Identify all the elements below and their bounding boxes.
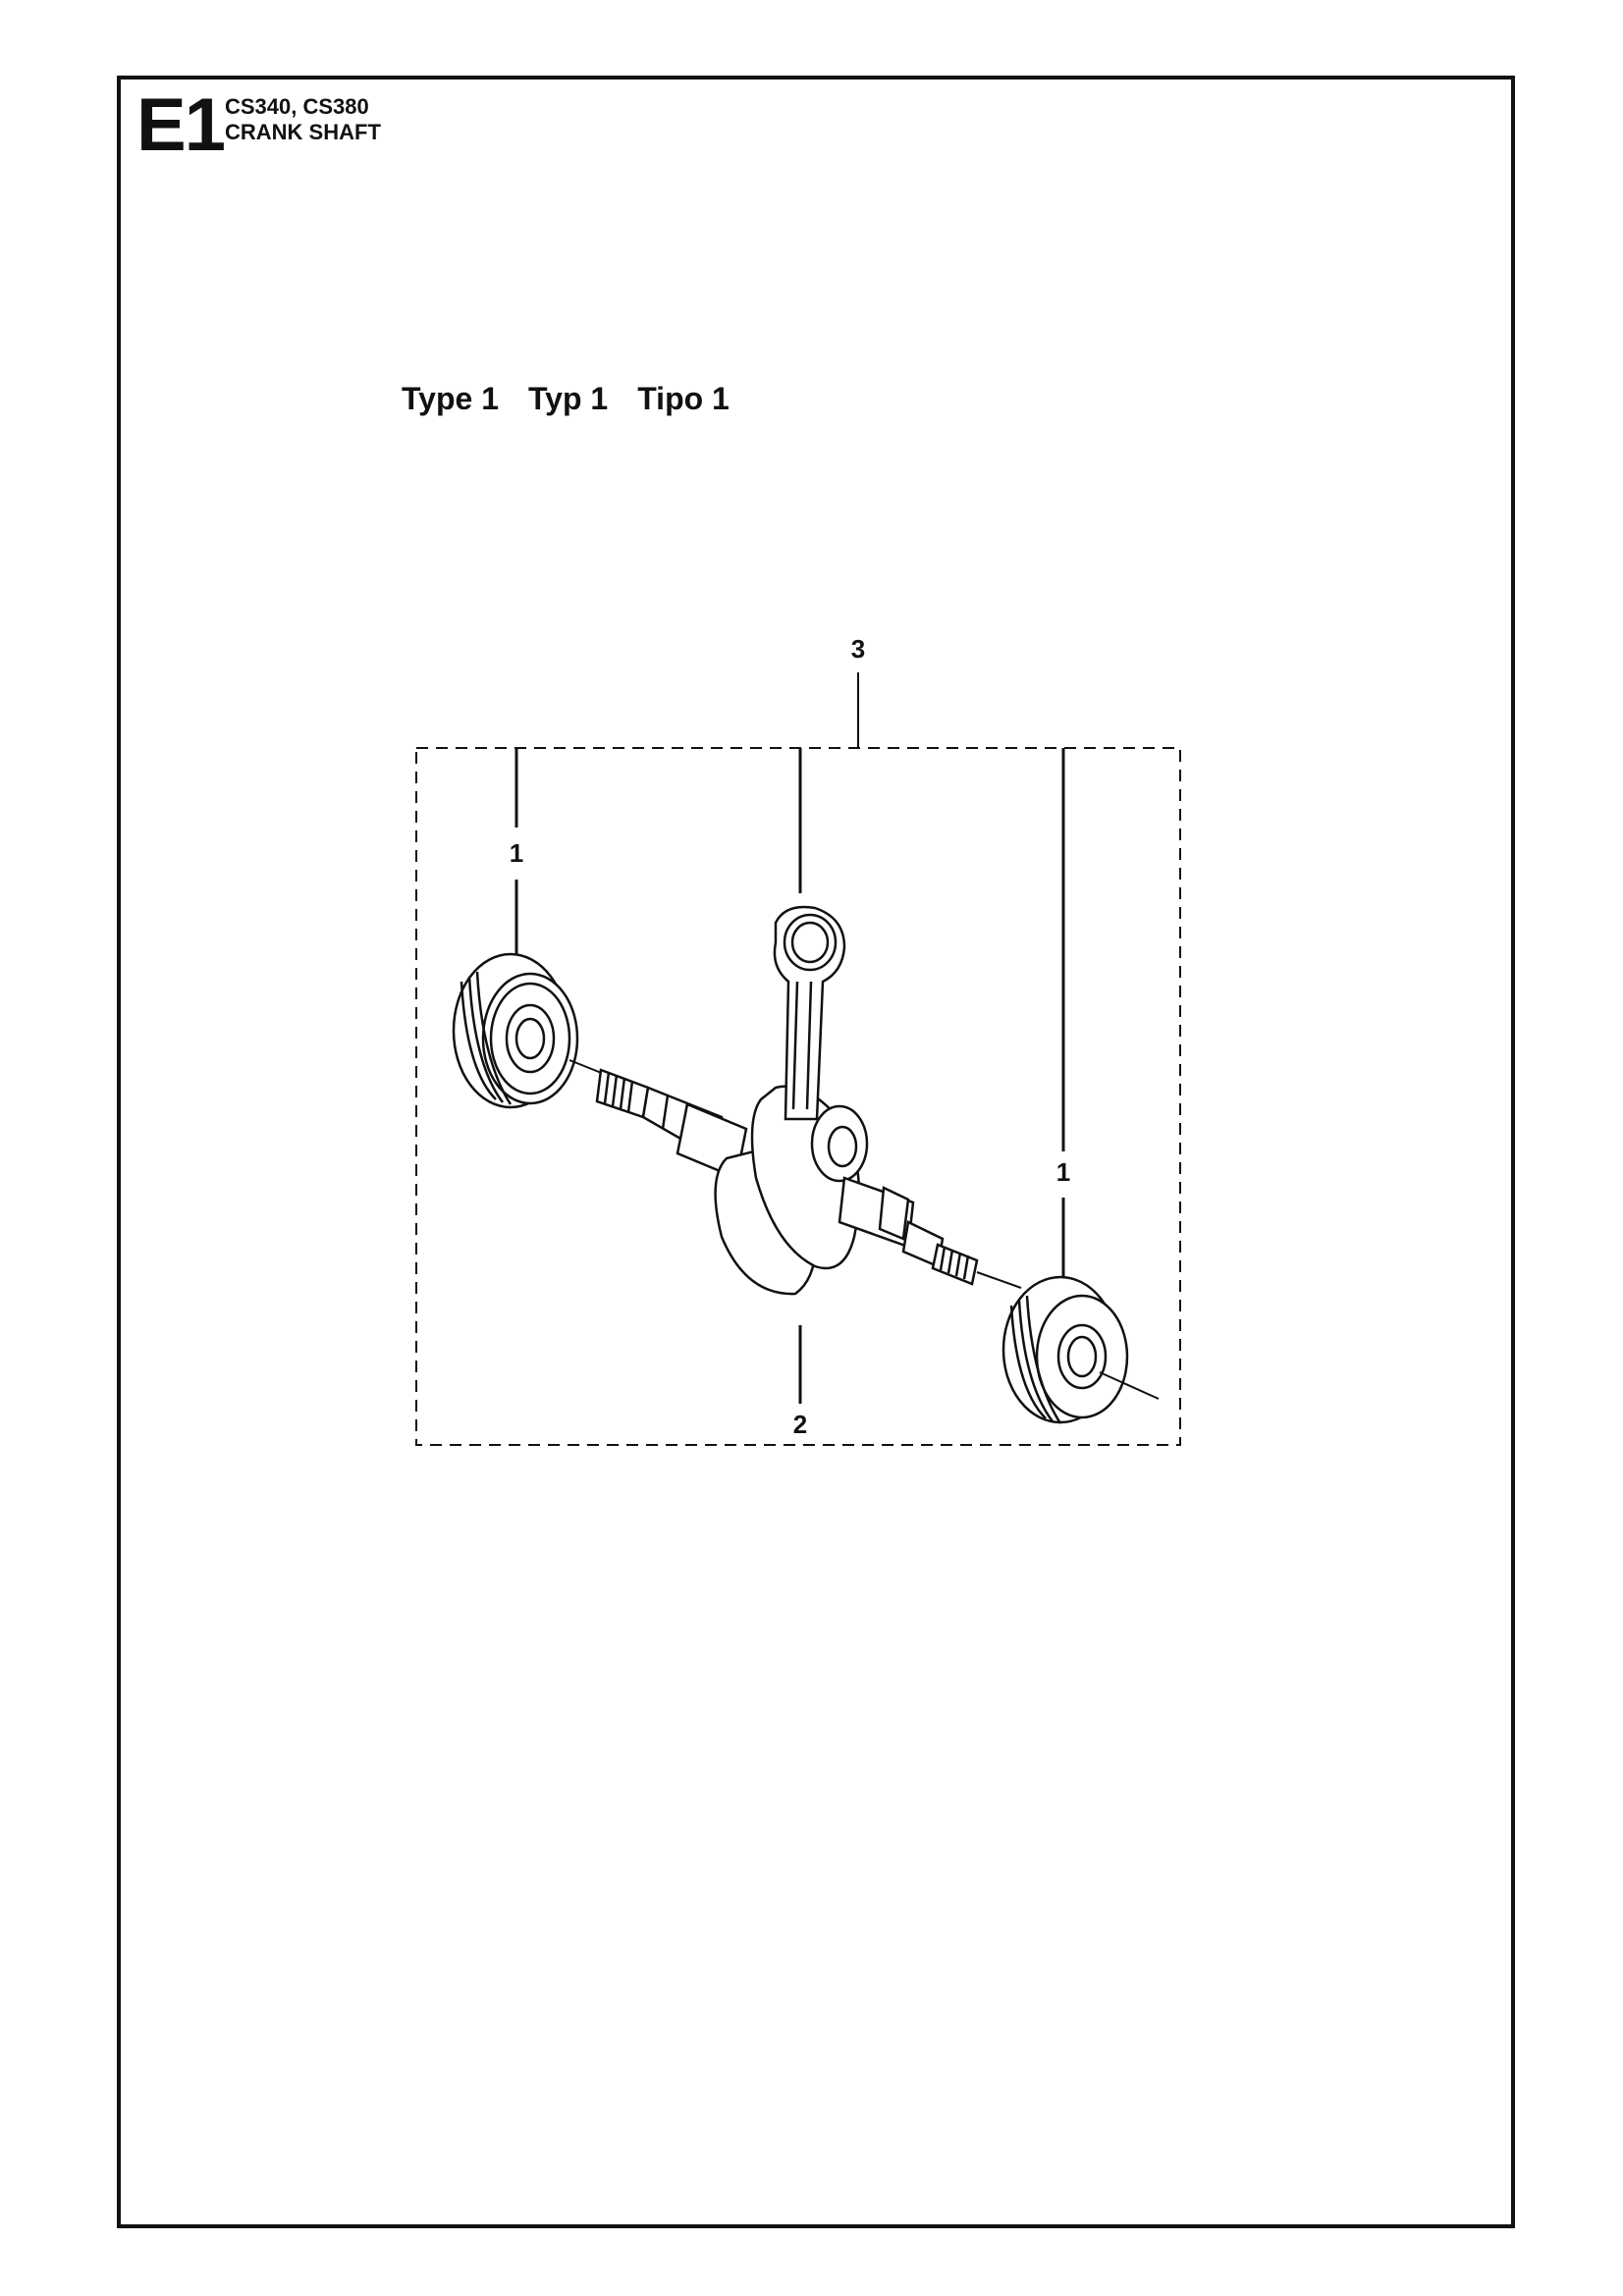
callout-1-right: 1 [1056,1157,1070,1187]
right-bearing [1001,1275,1160,1424]
page-frame [117,76,1515,2228]
left-bearing [452,952,579,1109]
type-label-de: Typ 1 [528,381,609,416]
callout-3: 3 [851,634,865,664]
type-label-en: Type 1 [402,381,499,416]
assembly-boundary [415,747,1181,1446]
type-labels: Type 1 Typ 1 Tipo 1 [402,383,730,414]
callout-2: 2 [793,1410,807,1439]
section-code: E1 [136,83,226,167]
model-numbers: CS340, CS380 [225,94,369,119]
type-label-it: Tipo 1 [637,381,730,416]
callout-1-left: 1 [510,838,523,868]
crankshaft [568,905,1022,1296]
section-title: CRANK SHAFT [225,120,381,144]
